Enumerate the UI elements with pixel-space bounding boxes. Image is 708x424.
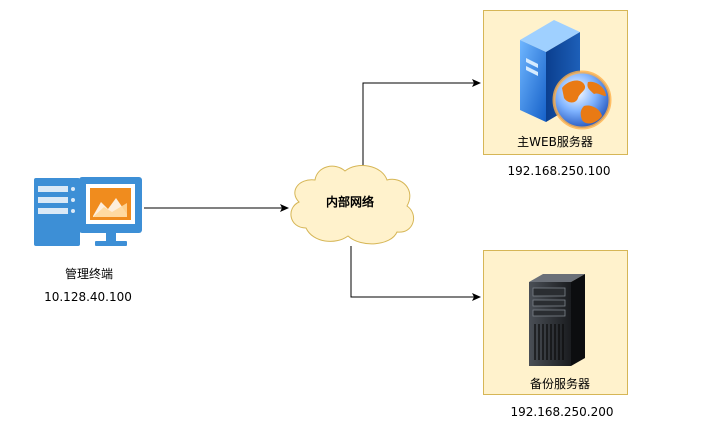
edge-network-to-backup-server[interactable] bbox=[350, 246, 481, 301]
backup-server-ip-label: 192.168.250.200 bbox=[510, 405, 614, 419]
terminal-name-label: 管理终端 bbox=[64, 267, 113, 281]
web-server-ip-label: 192.168.250.100 bbox=[507, 164, 611, 178]
terminal-ip-label: 10.128.40.100 bbox=[44, 290, 132, 304]
web-server-name-label: 主WEB服务器 bbox=[517, 135, 593, 149]
network-cloud-shape[interactable] bbox=[290, 165, 415, 245]
web-server-globe-icon bbox=[510, 18, 618, 142]
tower-server-icon bbox=[525, 272, 589, 372]
network-name-label: 内部网络 bbox=[325, 195, 374, 209]
backup-server-name-label: 备份服务器 bbox=[529, 377, 590, 391]
desktop-computer-icon bbox=[32, 176, 144, 254]
edge-network-to-web-server[interactable] bbox=[362, 79, 481, 170]
